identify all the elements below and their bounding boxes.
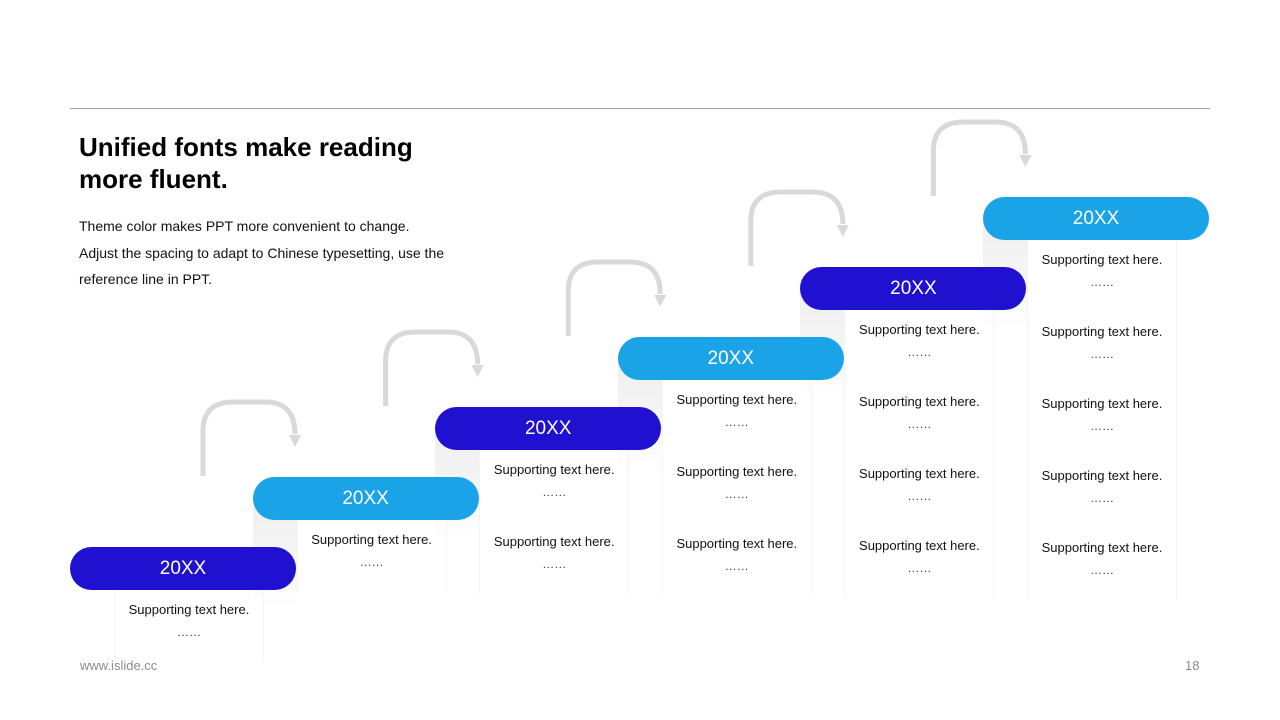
step-items: Supporting text here. …… [114, 590, 264, 662]
item-text: Supporting text here. [1041, 396, 1163, 411]
item-text: Supporting text here. [493, 534, 615, 549]
item-text: Supporting text here. [676, 392, 798, 407]
year-pill: 20XX [800, 267, 1027, 310]
item-text: Supporting text here. [1041, 468, 1163, 483]
list-item: Supporting text here. …… [1028, 528, 1176, 600]
curved-arrow [383, 329, 481, 406]
item-ellipsis: …… [907, 417, 932, 431]
list-item: Supporting text here. …… [845, 310, 993, 382]
slide-title: Unified fonts make reading more fluent. [79, 132, 413, 194]
item-ellipsis: …… [542, 557, 567, 571]
item-text: Supporting text here. [311, 532, 432, 547]
footer-url[interactable]: www.islide.cc [80, 658, 158, 673]
item-text: Supporting text here. [859, 322, 980, 337]
list-item: Supporting text here. …… [1028, 240, 1176, 312]
item-ellipsis: …… [1090, 419, 1114, 433]
description-line: reference line in PPT. [79, 271, 213, 287]
description-line: Adjust the spacing to adapt to Chinese t… [79, 244, 445, 261]
list-item: Supporting text here. …… [1028, 384, 1176, 456]
step-items: Supporting text here.……Supporting text h… [661, 380, 812, 596]
item-text: Supporting text here. [1041, 252, 1163, 267]
item-ellipsis: …… [907, 345, 932, 359]
curved-arrow [565, 259, 663, 336]
step-items: Supporting text here. …… [296, 520, 447, 592]
list-item: Supporting text here. …… [663, 524, 811, 596]
item-text: Supporting text here. [859, 394, 980, 409]
item-ellipsis: …… [1090, 347, 1114, 361]
year-pill: 20XX [70, 547, 296, 590]
description-line: Theme color makes PPT more convenient to… [79, 218, 410, 234]
item-ellipsis: …… [907, 489, 932, 503]
arrowhead-icon [471, 365, 484, 377]
item-ellipsis: …… [1090, 491, 1114, 505]
item-ellipsis: …… [724, 487, 749, 501]
year-pill: 20XX [252, 477, 479, 520]
curved-arrow [200, 399, 298, 476]
step-items: Supporting text here.……Supporting text h… [479, 450, 630, 594]
list-item: Supporting text here. …… [115, 590, 263, 662]
arrowhead-icon [1019, 155, 1032, 167]
item-text: Supporting text here. [676, 464, 798, 479]
item-text: Supporting text here. [1041, 540, 1163, 555]
item-ellipsis: …… [1090, 563, 1114, 577]
item-text: Supporting text here. [859, 538, 980, 553]
arrowhead-icon [654, 295, 667, 307]
list-item: Supporting text here. …… [298, 520, 446, 592]
step-items: Supporting text here.……Supporting text h… [1027, 240, 1177, 600]
header-rule [70, 108, 1210, 109]
item-text: Supporting text here. [676, 536, 798, 551]
arrowhead-icon [289, 435, 301, 447]
item-ellipsis: …… [907, 561, 932, 575]
list-item: Supporting text here. …… [663, 452, 811, 524]
item-ellipsis: …… [724, 559, 749, 573]
item-ellipsis: …… [542, 485, 567, 499]
list-item: Supporting text here. …… [1028, 312, 1176, 384]
list-item: Supporting text here. …… [845, 382, 993, 454]
item-text: Supporting text here. [1041, 324, 1163, 339]
list-item: Supporting text here. …… [663, 380, 811, 452]
page-number: 18 [1185, 658, 1200, 673]
year-pill: 20XX [435, 407, 662, 450]
arrowhead-icon [836, 225, 849, 237]
item-ellipsis: …… [1090, 275, 1114, 289]
slide-description: Theme color makes PPT more convenient to… [79, 213, 479, 293]
list-item: Supporting text here. …… [1028, 456, 1176, 528]
year-pill: 20XX [617, 337, 844, 380]
item-ellipsis: …… [177, 625, 201, 639]
curved-arrow [748, 189, 846, 266]
item-text: Supporting text here. [493, 462, 615, 477]
item-text: Supporting text here. [859, 466, 980, 481]
list-item: Supporting text here. …… [845, 454, 993, 526]
list-item: Supporting text here. …… [845, 526, 993, 598]
item-ellipsis: …… [724, 415, 749, 429]
curved-arrow [930, 119, 1028, 196]
year-pill: 20XX [983, 197, 1209, 240]
step-items: Supporting text here.……Supporting text h… [844, 310, 995, 598]
list-item: Supporting text here. …… [480, 450, 628, 522]
item-text: Supporting text here. [128, 602, 250, 617]
list-item: Supporting text here. …… [480, 522, 628, 594]
item-ellipsis: …… [359, 555, 384, 569]
